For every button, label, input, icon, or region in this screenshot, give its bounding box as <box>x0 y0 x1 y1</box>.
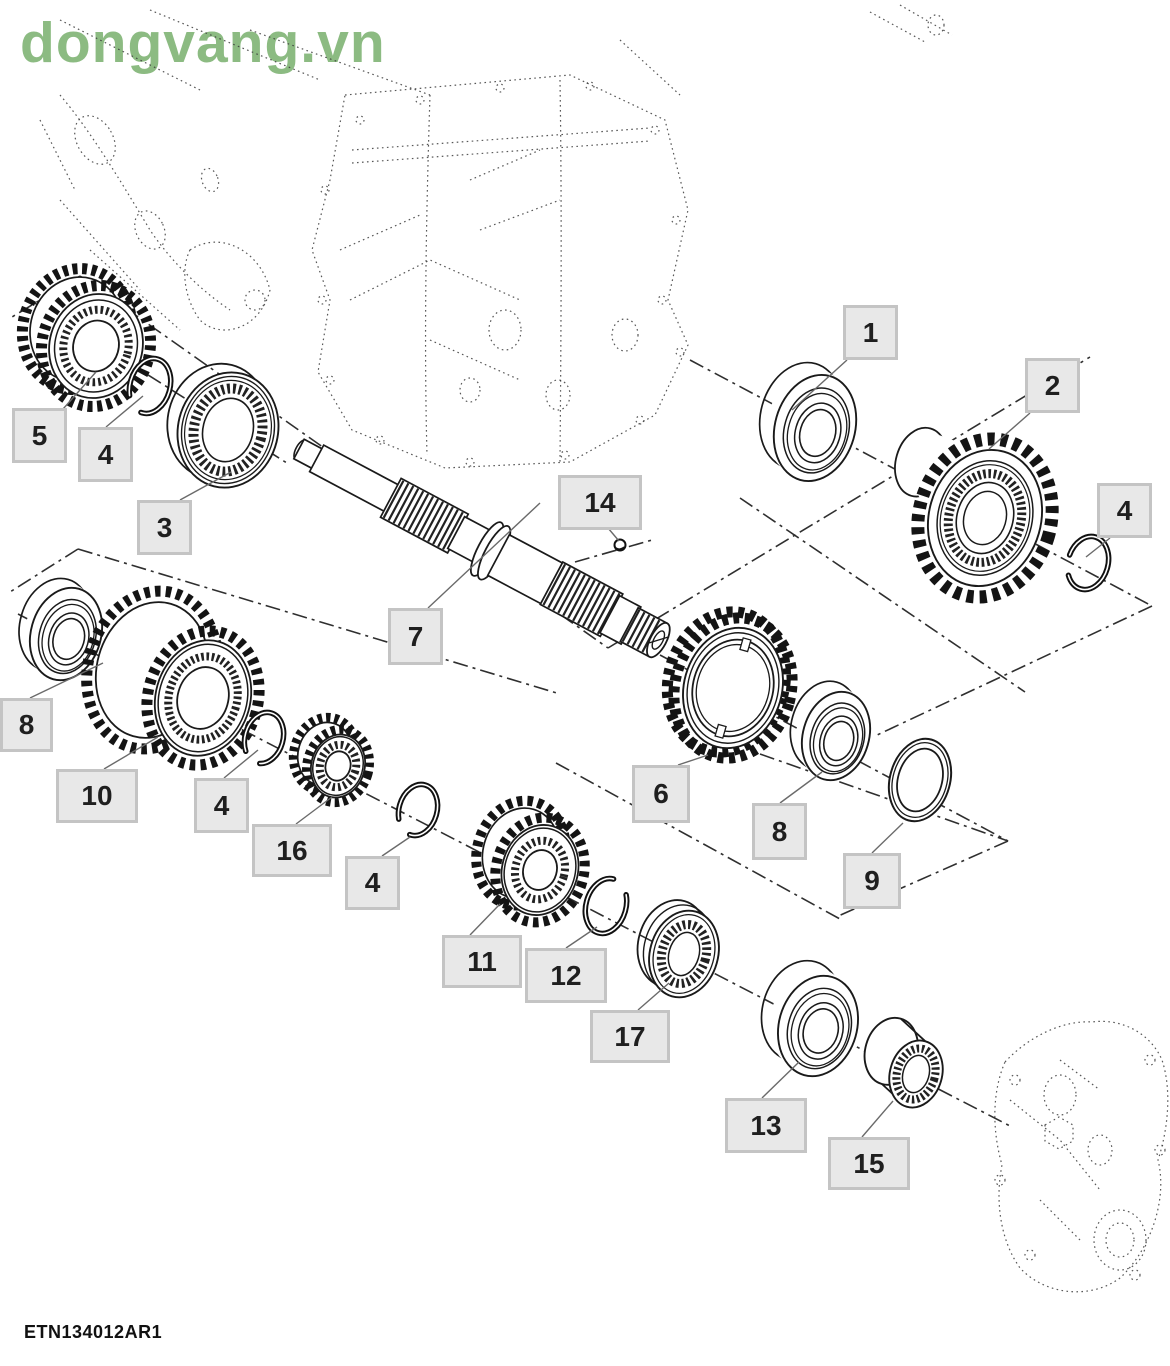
part-coupling-16 <box>288 712 374 808</box>
leader-lines <box>29 359 1111 1138</box>
part-splined-collar-17 <box>636 899 720 999</box>
part-double-gear-10 <box>81 585 265 771</box>
transmission-housing-ghost <box>39 4 1169 1293</box>
part-snap-ring-12 <box>582 875 630 937</box>
part-ball-bearing-1 <box>758 361 858 483</box>
part-bearing-8l <box>18 577 104 682</box>
part-gear-11 <box>471 795 590 928</box>
part-needle-bearing-15 <box>863 1016 944 1109</box>
part-gear-6 <box>661 606 798 764</box>
watermark-text: dongvang.vn <box>20 11 386 75</box>
part-main-shaft-7 <box>292 438 671 659</box>
drawing-code-label: ETN134012AR1 <box>24 1322 163 1342</box>
exploded-parts <box>16 263 1112 1109</box>
part-gear-2 <box>894 426 1059 604</box>
part-bearing-8r <box>789 680 872 782</box>
part-snap-ring-4b <box>241 709 287 767</box>
part-snap-ring-4a <box>126 355 174 417</box>
part-ball-bearing-13 <box>760 959 859 1078</box>
part-thrust-washer-9 <box>887 737 953 823</box>
part-snap-ring-4c <box>395 781 441 839</box>
part-detent-ball-14 <box>613 538 627 552</box>
part-gear-5 <box>16 263 157 412</box>
part-synchro-collar-3 <box>166 362 280 489</box>
part-snap-ring-4r <box>1064 533 1112 593</box>
